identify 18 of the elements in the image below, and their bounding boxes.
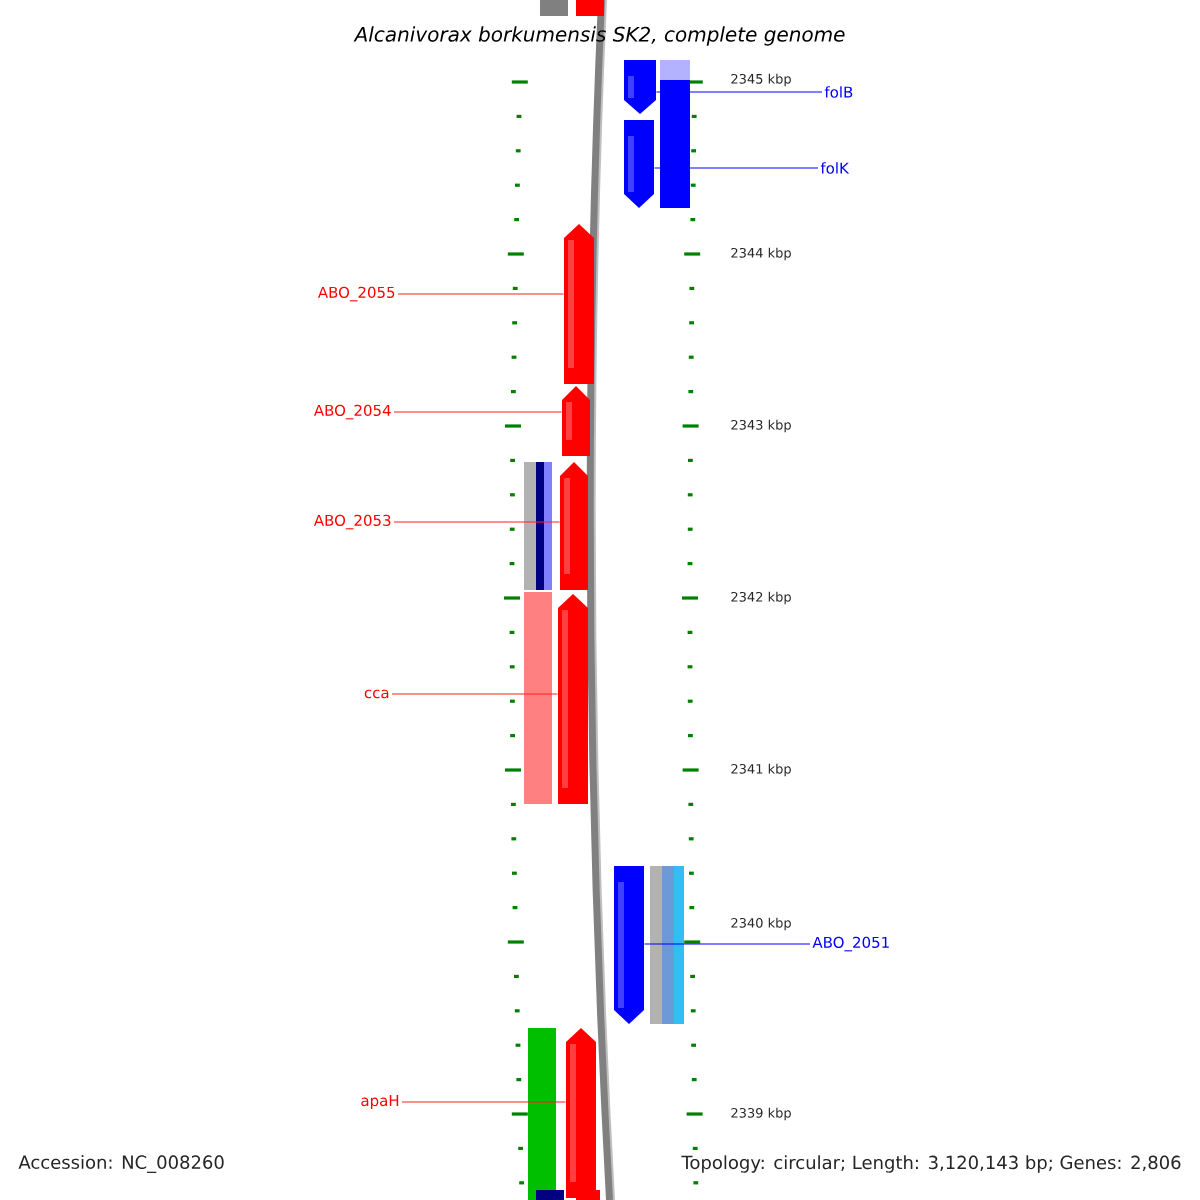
leader-line — [401, 1101, 567, 1103]
gene-feature — [566, 1028, 596, 1198]
leader-line — [397, 293, 565, 295]
leader-line — [643, 943, 811, 945]
leader-line — [393, 521, 561, 523]
title: Alcanivorax borkumensis SK2, complete genome — [353, 26, 845, 46]
info-text: Accession: NC_008260 — [18, 1155, 224, 1173]
gene-feature — [562, 386, 590, 456]
leader-line — [391, 693, 559, 695]
gene-feature — [624, 60, 656, 114]
gene-feature — [560, 462, 588, 590]
leader-line — [393, 411, 563, 413]
leader-line — [653, 167, 819, 169]
gene-feature — [614, 866, 644, 1024]
gene-feature — [624, 120, 654, 208]
info-text: Topology: circular; Length: 3,120,143 bp; Genes: 2,806 — [681, 1155, 1181, 1173]
gene-feature — [558, 594, 588, 804]
leader-line — [655, 91, 823, 93]
